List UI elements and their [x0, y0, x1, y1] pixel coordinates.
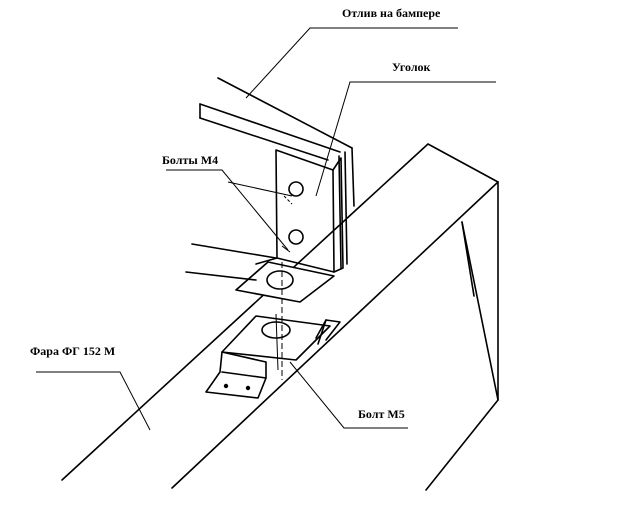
bolt-hole-upper — [288, 181, 304, 197]
labels: Отлив на бампере Уголок Болты М4 Фара ФГ… — [30, 6, 441, 421]
bolt-axes — [275, 195, 293, 380]
label-corner: Уголок — [392, 60, 431, 74]
bumper-lip — [199, 77, 355, 269]
label-headlight: Фара ФГ 152 М — [30, 344, 115, 358]
washer-plate-upper — [185, 243, 335, 303]
label-bolt-m5: Болт М5 — [358, 407, 405, 421]
corner-bracket — [255, 149, 344, 273]
mounting-plate-lower — [205, 315, 341, 399]
leader-lines — [36, 27, 496, 431]
label-bumper-lip: Отлив на бампере — [342, 6, 441, 20]
headlight-body — [61, 143, 499, 491]
label-bolts-m4: Болты М4 — [162, 153, 218, 167]
bolt-hole-lower — [288, 229, 304, 245]
